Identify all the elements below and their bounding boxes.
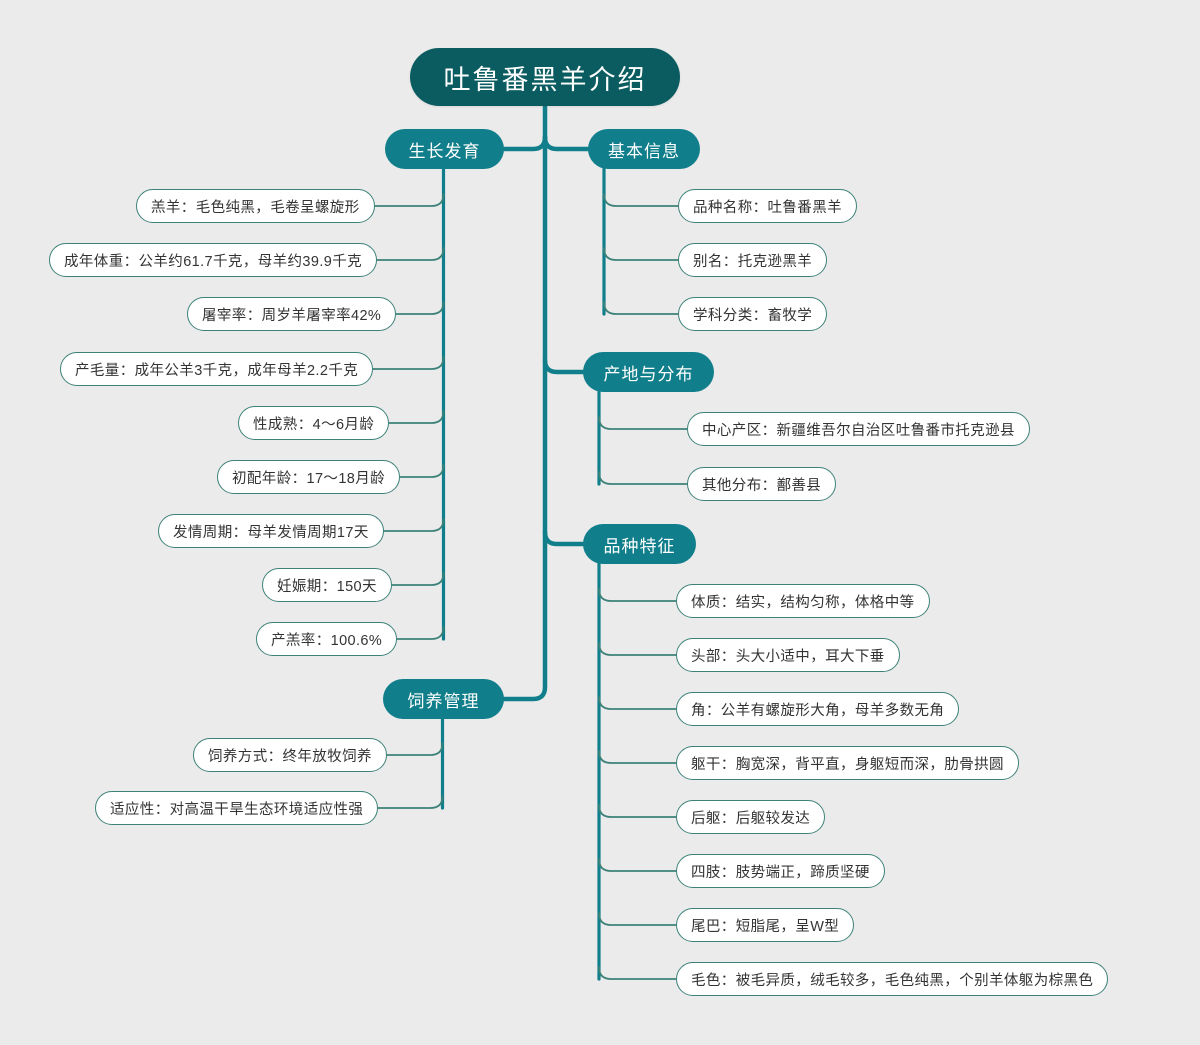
leaf-label: 中心产区：新疆维吾尔自治区吐鲁番市托克逊县 <box>702 422 1015 439</box>
branch-label-basic: 基本信息 <box>608 141 680 161</box>
leaf-label: 体质：结实，结构匀称，体格中等 <box>691 594 915 611</box>
leaf-label: 发情周期：母羊发情周期17天 <box>173 524 369 541</box>
branch-label-origin: 产地与分布 <box>603 364 694 384</box>
leaf-node[interactable]: 羔羊：毛色纯黑，毛卷呈螺旋形 <box>136 189 375 223</box>
leaf-label: 躯干：胸宽深，背平直，身躯短而深，肋骨拱圆 <box>691 756 1004 773</box>
leaf-node[interactable]: 毛色：被毛异质，绒毛较多，毛色纯黑，个别羊体躯为棕黑色 <box>676 962 1109 996</box>
branch-node-basic[interactable]: 基本信息 <box>588 129 700 169</box>
leaf-node[interactable]: 尾巴：短脂尾，呈W型 <box>676 908 855 942</box>
leaf-label: 尾巴：短脂尾，呈W型 <box>691 918 840 935</box>
leaf-label: 别名：托克逊黑羊 <box>693 253 813 270</box>
leaf-node[interactable]: 学科分类：畜牧学 <box>678 297 828 331</box>
leaf-node[interactable]: 后躯：后躯较发达 <box>676 800 826 834</box>
leaf-node[interactable]: 发情周期：母羊发情周期17天 <box>158 514 384 548</box>
leaf-label: 学科分类：畜牧学 <box>693 307 813 324</box>
leaf-label: 饲养方式：终年放牧饲养 <box>208 748 372 765</box>
leaf-node[interactable]: 体质：结实，结构匀称，体格中等 <box>676 584 930 618</box>
branch-node-traits[interactable]: 品种特征 <box>583 524 696 564</box>
root-label: 吐鲁番黑羊介绍 <box>443 64 647 95</box>
leaf-node[interactable]: 四肢：肢势端正，蹄质坚硬 <box>676 854 885 888</box>
leaf-node[interactable]: 产羔率：100.6% <box>256 622 398 656</box>
leaf-node[interactable]: 头部：头大小适中，耳大下垂 <box>676 638 900 672</box>
leaf-label: 适应性：对高温干旱生态环境适应性强 <box>110 801 364 818</box>
branch-label-growth: 生长发育 <box>408 141 481 161</box>
leaf-label: 头部：头大小适中，耳大下垂 <box>691 648 885 665</box>
leaf-label: 毛色：被毛异质，绒毛较多，毛色纯黑，个别羊体躯为棕黑色 <box>691 972 1094 989</box>
leaf-label: 产毛量：成年公羊3千克，成年母羊2.2千克 <box>75 362 359 379</box>
leaf-node[interactable]: 角：公羊有螺旋形大角，母羊多数无角 <box>676 692 960 726</box>
leaf-node[interactable]: 性成熟：4～6月龄 <box>238 406 390 440</box>
branch-label-feeding: 饲养管理 <box>407 691 480 711</box>
leaf-label: 产羔率：100.6% <box>271 632 383 649</box>
leaf-node[interactable]: 适应性：对高温干旱生态环境适应性强 <box>95 791 379 825</box>
leaf-label: 品种名称：吐鲁番黑羊 <box>693 199 842 216</box>
branch-node-feeding[interactable]: 饲养管理 <box>383 679 504 719</box>
root-node[interactable]: 吐鲁番黑羊介绍 <box>410 48 680 106</box>
leaf-node[interactable]: 中心产区：新疆维吾尔自治区吐鲁番市托克逊县 <box>687 412 1030 446</box>
leaf-label: 性成熟：4～6月龄 <box>253 416 375 433</box>
leaf-label: 妊娠期：150天 <box>277 578 377 595</box>
leaf-label: 成年体重：公羊约61.7千克，母羊约39.9千克 <box>64 253 363 270</box>
branch-label-traits: 品种特征 <box>603 536 676 556</box>
leaf-node[interactable]: 初配年龄：17～18月龄 <box>217 460 401 494</box>
leaf-label: 其他分布：鄯善县 <box>702 477 822 494</box>
leaf-label: 角：公羊有螺旋形大角，母羊多数无角 <box>691 702 945 719</box>
leaf-node[interactable]: 成年体重：公羊约61.7千克，母羊约39.9千克 <box>49 243 378 277</box>
leaf-label: 初配年龄：17～18月龄 <box>232 470 386 487</box>
branch-node-origin[interactable]: 产地与分布 <box>583 352 714 392</box>
leaf-node[interactable]: 躯干：胸宽深，背平直，身躯短而深，肋骨拱圆 <box>676 746 1019 780</box>
leaf-node[interactable]: 别名：托克逊黑羊 <box>678 243 828 277</box>
leaf-label: 四肢：肢势端正，蹄质坚硬 <box>691 864 870 881</box>
leaf-label: 羔羊：毛色纯黑，毛卷呈螺旋形 <box>151 199 360 216</box>
leaf-node[interactable]: 屠宰率：周岁羊屠宰率42% <box>187 297 397 331</box>
leaf-node[interactable]: 妊娠期：150天 <box>262 568 392 602</box>
branch-node-growth[interactable]: 生长发育 <box>385 129 504 169</box>
leaf-node[interactable]: 其他分布：鄯善县 <box>687 467 837 501</box>
leaf-node[interactable]: 饲养方式：终年放牧饲养 <box>193 738 387 772</box>
leaf-label: 屠宰率：周岁羊屠宰率42% <box>202 307 382 324</box>
leaf-label: 后躯：后躯较发达 <box>691 810 811 827</box>
leaf-node[interactable]: 品种名称：吐鲁番黑羊 <box>678 189 857 223</box>
leaf-node[interactable]: 产毛量：成年公羊3千克，成年母羊2.2千克 <box>60 352 374 386</box>
